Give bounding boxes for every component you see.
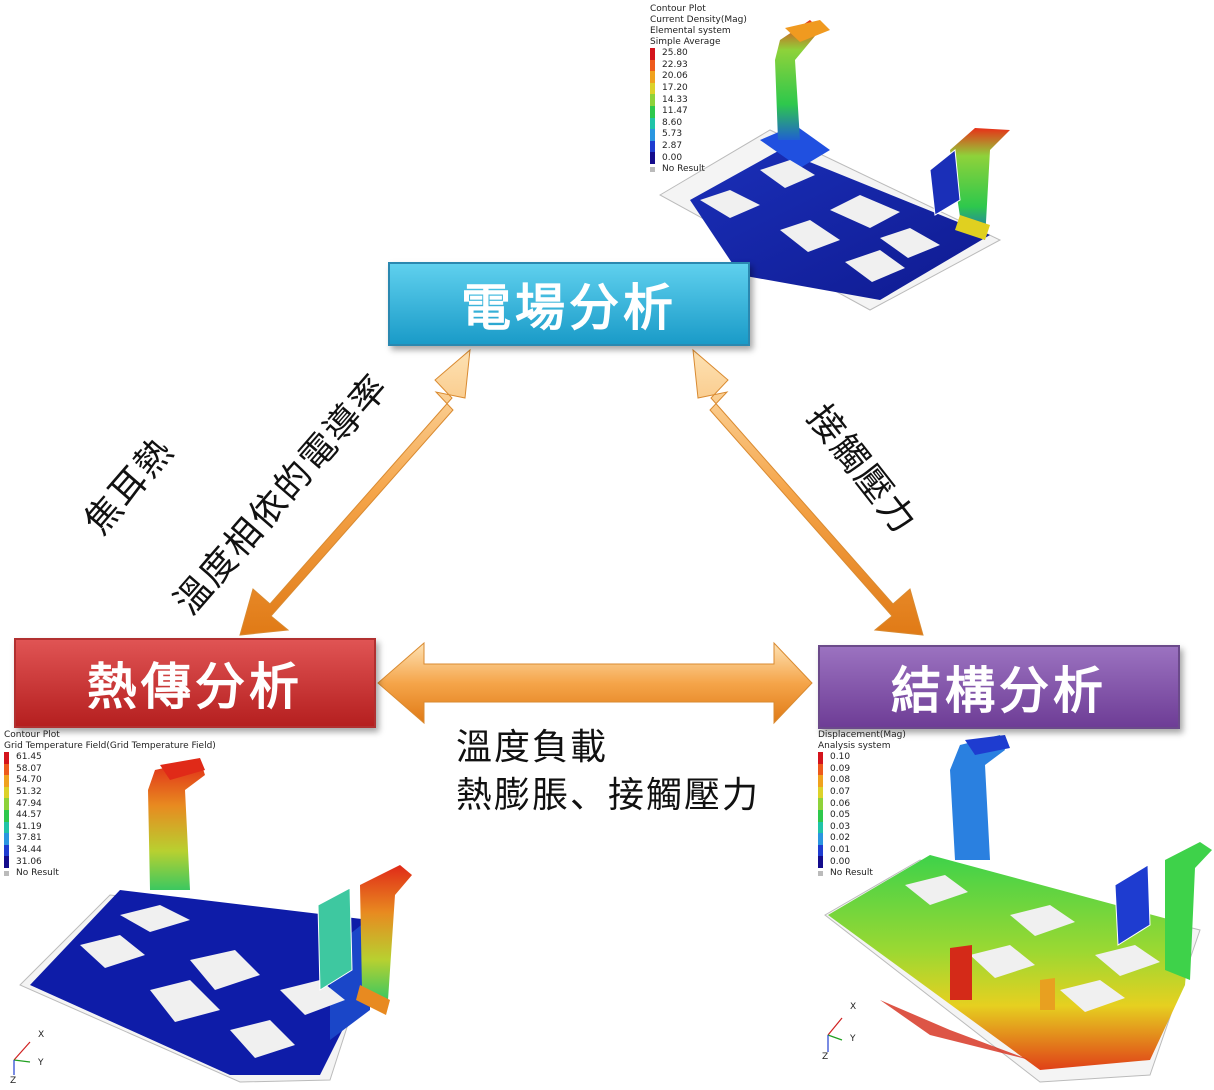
thermal-legend-row: 41.19 [4, 821, 216, 834]
electric-legend-header-1: Current Density(Mag) [650, 15, 747, 25]
structural-legend-header-1: Analysis system [818, 741, 891, 751]
electric-legend-row: 25.80 [650, 48, 747, 60]
structural-legend: Displacement(Mag) Analysis system 0.10 0… [818, 730, 906, 880]
electric-legend: Contour Plot Current Density(Mag) Elemen… [650, 4, 747, 176]
structural-legend-row: 0.07 [818, 786, 906, 799]
thermal-legend-header-0: Contour Plot [4, 730, 60, 740]
thermal-legend: Contour Plot Grid Temperature Field(Grid… [4, 730, 216, 880]
thermal-legend-row: 54.70 [4, 775, 216, 787]
electric-legend-row: 20.06 [650, 71, 747, 83]
thermal-model [19, 758, 412, 1083]
electric-legend-row: 8.60 [650, 117, 747, 130]
structural-legend-row: 0.01 [818, 844, 906, 857]
structural-legend-row: 0.10 [818, 752, 906, 764]
structural-model [824, 735, 1212, 1083]
thermal-legend-row: 34.44 [4, 844, 216, 857]
structural-legend-row: 0.00 [818, 856, 906, 868]
thermal-legend-row: 51.32 [4, 786, 216, 799]
thermal-legend-no-result: No Result [4, 868, 216, 880]
electric-legend-row: 22.93 [650, 59, 747, 72]
electric-legend-row: 14.33 [650, 94, 747, 106]
thermal-legend-header-1: Grid Temperature Field(Grid Temperature … [4, 741, 216, 751]
structural-legend-row: 0.08 [818, 775, 906, 787]
structural-legend-row: 0.09 [818, 763, 906, 776]
axis-x-label-structural: X [850, 1002, 857, 1012]
arrow-left-diagonal [239, 348, 471, 636]
axis-z-label-structural: Z [822, 1052, 829, 1062]
electric-field-analysis-box: 電場分析 [388, 262, 750, 346]
axis-triad-thermal [13, 1041, 31, 1075]
thermal-legend-row: 61.45 [4, 752, 216, 764]
thermal-legend-row: 31.06 [4, 856, 216, 868]
axis-triad-structural [827, 1017, 843, 1052]
thermal-analysis-box: 熱傳分析 [14, 638, 376, 728]
electric-legend-row: 17.20 [650, 82, 747, 95]
electric-legend-header-0: Contour Plot [650, 4, 706, 14]
electric-legend-header-2: Elemental system [650, 26, 731, 36]
electric-legend-header-3: Simple Average [650, 37, 721, 47]
label-temperature-load: 溫度負載 [456, 727, 609, 768]
structural-legend-header-0: Displacement(Mag) [818, 730, 906, 740]
axis-y-label-thermal: Y [38, 1058, 44, 1068]
axis-z-label-thermal: Z [10, 1076, 17, 1086]
structural-analysis-box: 結構分析 [818, 645, 1180, 729]
thermal-legend-row: 37.81 [4, 833, 216, 845]
thermal-legend-row: 47.94 [4, 798, 216, 810]
structural-legend-row: 0.02 [818, 833, 906, 845]
electric-legend-row: 0.00 [650, 152, 747, 164]
structural-legend-row: 0.06 [818, 798, 906, 810]
thermal-legend-row: 44.57 [4, 809, 216, 822]
electric-legend-row: 5.73 [650, 129, 747, 141]
structural-legend-row: 0.03 [818, 821, 906, 834]
label-thermal-expansion-contact: 熱膨脹、接觸壓力 [456, 775, 761, 816]
electric-legend-row: 11.47 [650, 105, 747, 118]
structural-legend-row: 0.05 [818, 809, 906, 822]
electric-legend-row: 2.87 [650, 140, 747, 153]
electric-legend-no-result: No Result [650, 164, 747, 176]
thermal-legend-row: 58.07 [4, 763, 216, 776]
axis-x-label-thermal: X [38, 1030, 45, 1040]
axis-y-label-structural: Y [850, 1034, 856, 1044]
structural-legend-no-result: No Result [818, 868, 906, 880]
electric-field-model [658, 20, 1010, 311]
arrow-right-diagonal [692, 348, 924, 636]
arrow-horizontal [377, 641, 813, 725]
